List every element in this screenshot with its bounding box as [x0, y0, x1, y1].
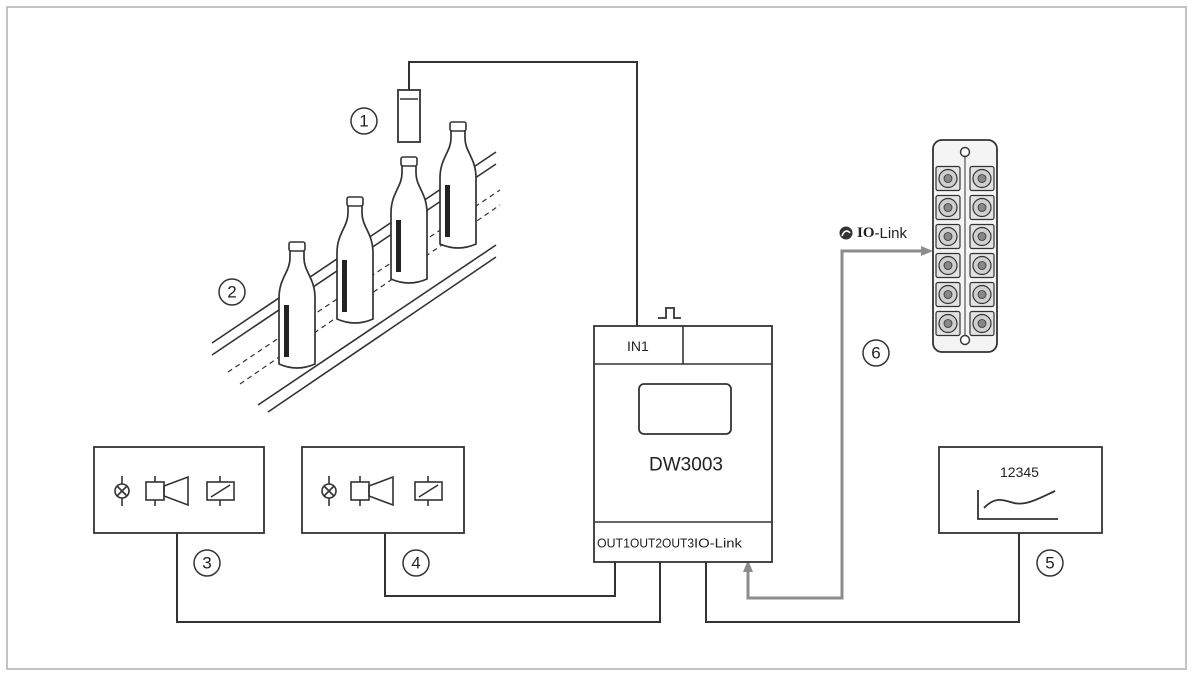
sensor [397, 89, 421, 143]
mounting-hole-bottom [959, 334, 971, 346]
iolink-label-rest: -Link [875, 225, 908, 242]
mounting-hole-top [959, 146, 971, 158]
horn-icon [350, 475, 394, 507]
lamp-icon [114, 476, 130, 506]
iolink-wire [746, 249, 925, 600]
device-output-label-3: OUT3 [662, 536, 694, 551]
dw3003-device: IN1 DW3003 OUT1 OUT2 OUT3 IO-Link [593, 325, 773, 563]
port-pin [977, 232, 987, 241]
bottles [278, 121, 477, 369]
callouts [193, 107, 1064, 577]
svg-text:IO-Link: IO-Link [857, 225, 908, 242]
trend-curve-icon [977, 490, 1058, 520]
actuator-box-4 [301, 446, 465, 534]
iolink-arrow-head-master [921, 246, 933, 256]
wire-out3-display [705, 533, 1020, 623]
callout-2-circle [218, 278, 246, 306]
relay-icon [414, 476, 443, 506]
port-pin [977, 174, 987, 183]
iolink-arrow-head-device [743, 560, 753, 572]
actuator-box-3 [93, 446, 265, 534]
callout-6-circle [862, 339, 890, 367]
callout-1-circle [350, 107, 378, 135]
callout-4-circle [402, 549, 430, 577]
callout-3-circle [193, 549, 221, 577]
wires [176, 61, 1020, 623]
iolink-label: IO-Link [839, 225, 908, 242]
port-pin [943, 174, 953, 183]
device-output-label-iolink: IO-Link [694, 536, 743, 551]
port-pin [977, 261, 987, 270]
device-output-label-2: OUT2 [630, 536, 662, 551]
iolink-master [932, 139, 998, 353]
iolink-label-bold: IO [857, 225, 875, 241]
bottle [390, 156, 428, 284]
display-value: 12345 [1000, 464, 1039, 480]
horn-icon [145, 475, 189, 507]
bottle [336, 196, 374, 324]
wire-out1-box4 [384, 533, 616, 597]
device-display-window [638, 383, 732, 435]
pulse-icon [658, 307, 681, 319]
callout-3: 3 [202, 554, 211, 573]
port-pin [943, 290, 953, 299]
device-output-label-1: OUT1 [597, 536, 630, 551]
device-input-label: IN1 [627, 338, 649, 354]
bottle [278, 241, 316, 369]
port-pin [977, 319, 987, 328]
callout-6: 6 [871, 344, 880, 363]
display-box: 12345 [938, 446, 1103, 534]
port-pin [943, 232, 953, 241]
relay-icon [206, 476, 235, 506]
callout-4: 4 [411, 554, 420, 573]
port-pin [977, 203, 987, 212]
port-pin [977, 290, 987, 299]
wire-out2-box3 [176, 533, 661, 623]
callout-5: 5 [1045, 554, 1054, 573]
callout-5-circle [1036, 549, 1064, 577]
iolink-logo-icon [839, 226, 853, 240]
callout-1: 1 [359, 112, 368, 131]
wire-sensor-in1 [408, 61, 638, 326]
port-pin [943, 319, 953, 328]
port-pin [943, 261, 953, 270]
lamp-icon [321, 476, 337, 506]
device-name: DW3003 [649, 455, 723, 476]
bottle [439, 121, 477, 249]
callout-2: 2 [227, 283, 236, 302]
port-pin [943, 203, 953, 212]
